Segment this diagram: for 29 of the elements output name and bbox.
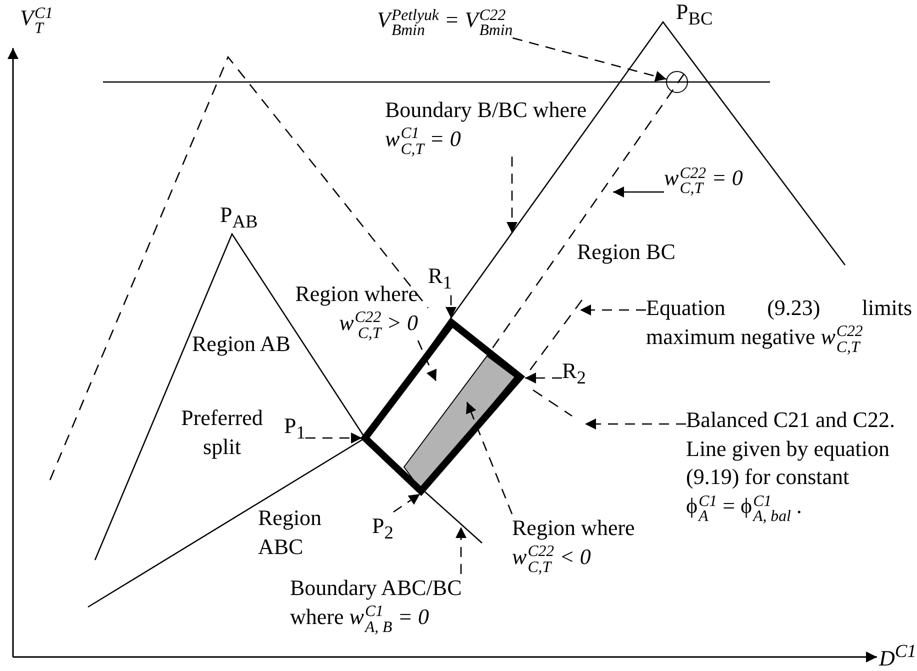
axis-label: D$^{C1}$ bbox=[879, 640, 916, 671]
annotation-text: Balanced C21 and C22. Line given by equation (9.19) for constant ϕ$^{C1}$$_{A}$ = ϕ$^{C1}$$_{A, bal}$ . bbox=[686, 406, 914, 524]
leader-arrow bbox=[456, 527, 466, 574]
annotation-text: Boundary ABC/BC where w$^{C1}$$_{A, B}$ = 0 bbox=[290, 574, 495, 635]
region-label: Region BC bbox=[577, 238, 676, 266]
region-label: Region ABC bbox=[258, 504, 323, 561]
leader-arrow bbox=[525, 372, 562, 384]
point-label: P$_{2}$ bbox=[372, 512, 394, 546]
leader-arrow bbox=[512, 37, 667, 82]
leader-arrow bbox=[585, 418, 686, 430]
region-label: Preferred split bbox=[180, 404, 264, 461]
point-label: P$_{1}$ bbox=[284, 412, 306, 446]
leader-arrow bbox=[446, 295, 456, 318]
point-label: R$_{1}$ bbox=[428, 262, 452, 296]
point-label: P$_{AB}$ bbox=[220, 201, 258, 234]
leader-arrow bbox=[417, 340, 437, 382]
annotation-text: Boundary B/BC where w$^{C1}$$_{C,T}$ = 0 bbox=[385, 96, 600, 157]
annotation-text: Region where w$^{C22}$$_{C,T}$ < 0 bbox=[512, 514, 650, 575]
equation-text: w$^{C22}$$_{C,T}$ = 0 bbox=[664, 164, 743, 196]
point-label: R$_{2}$ bbox=[562, 357, 586, 390]
point-label: P$_{BC}$ bbox=[676, 0, 713, 30]
leader-arrow bbox=[393, 493, 420, 513]
leader-arrow bbox=[506, 156, 518, 233]
leader-arrow bbox=[305, 432, 362, 444]
leader-arrow bbox=[466, 402, 513, 514]
circle-marker bbox=[666, 71, 688, 93]
region-label: Region AB bbox=[192, 330, 290, 358]
leader-arrow bbox=[580, 304, 646, 316]
leader-arrow bbox=[613, 186, 664, 198]
